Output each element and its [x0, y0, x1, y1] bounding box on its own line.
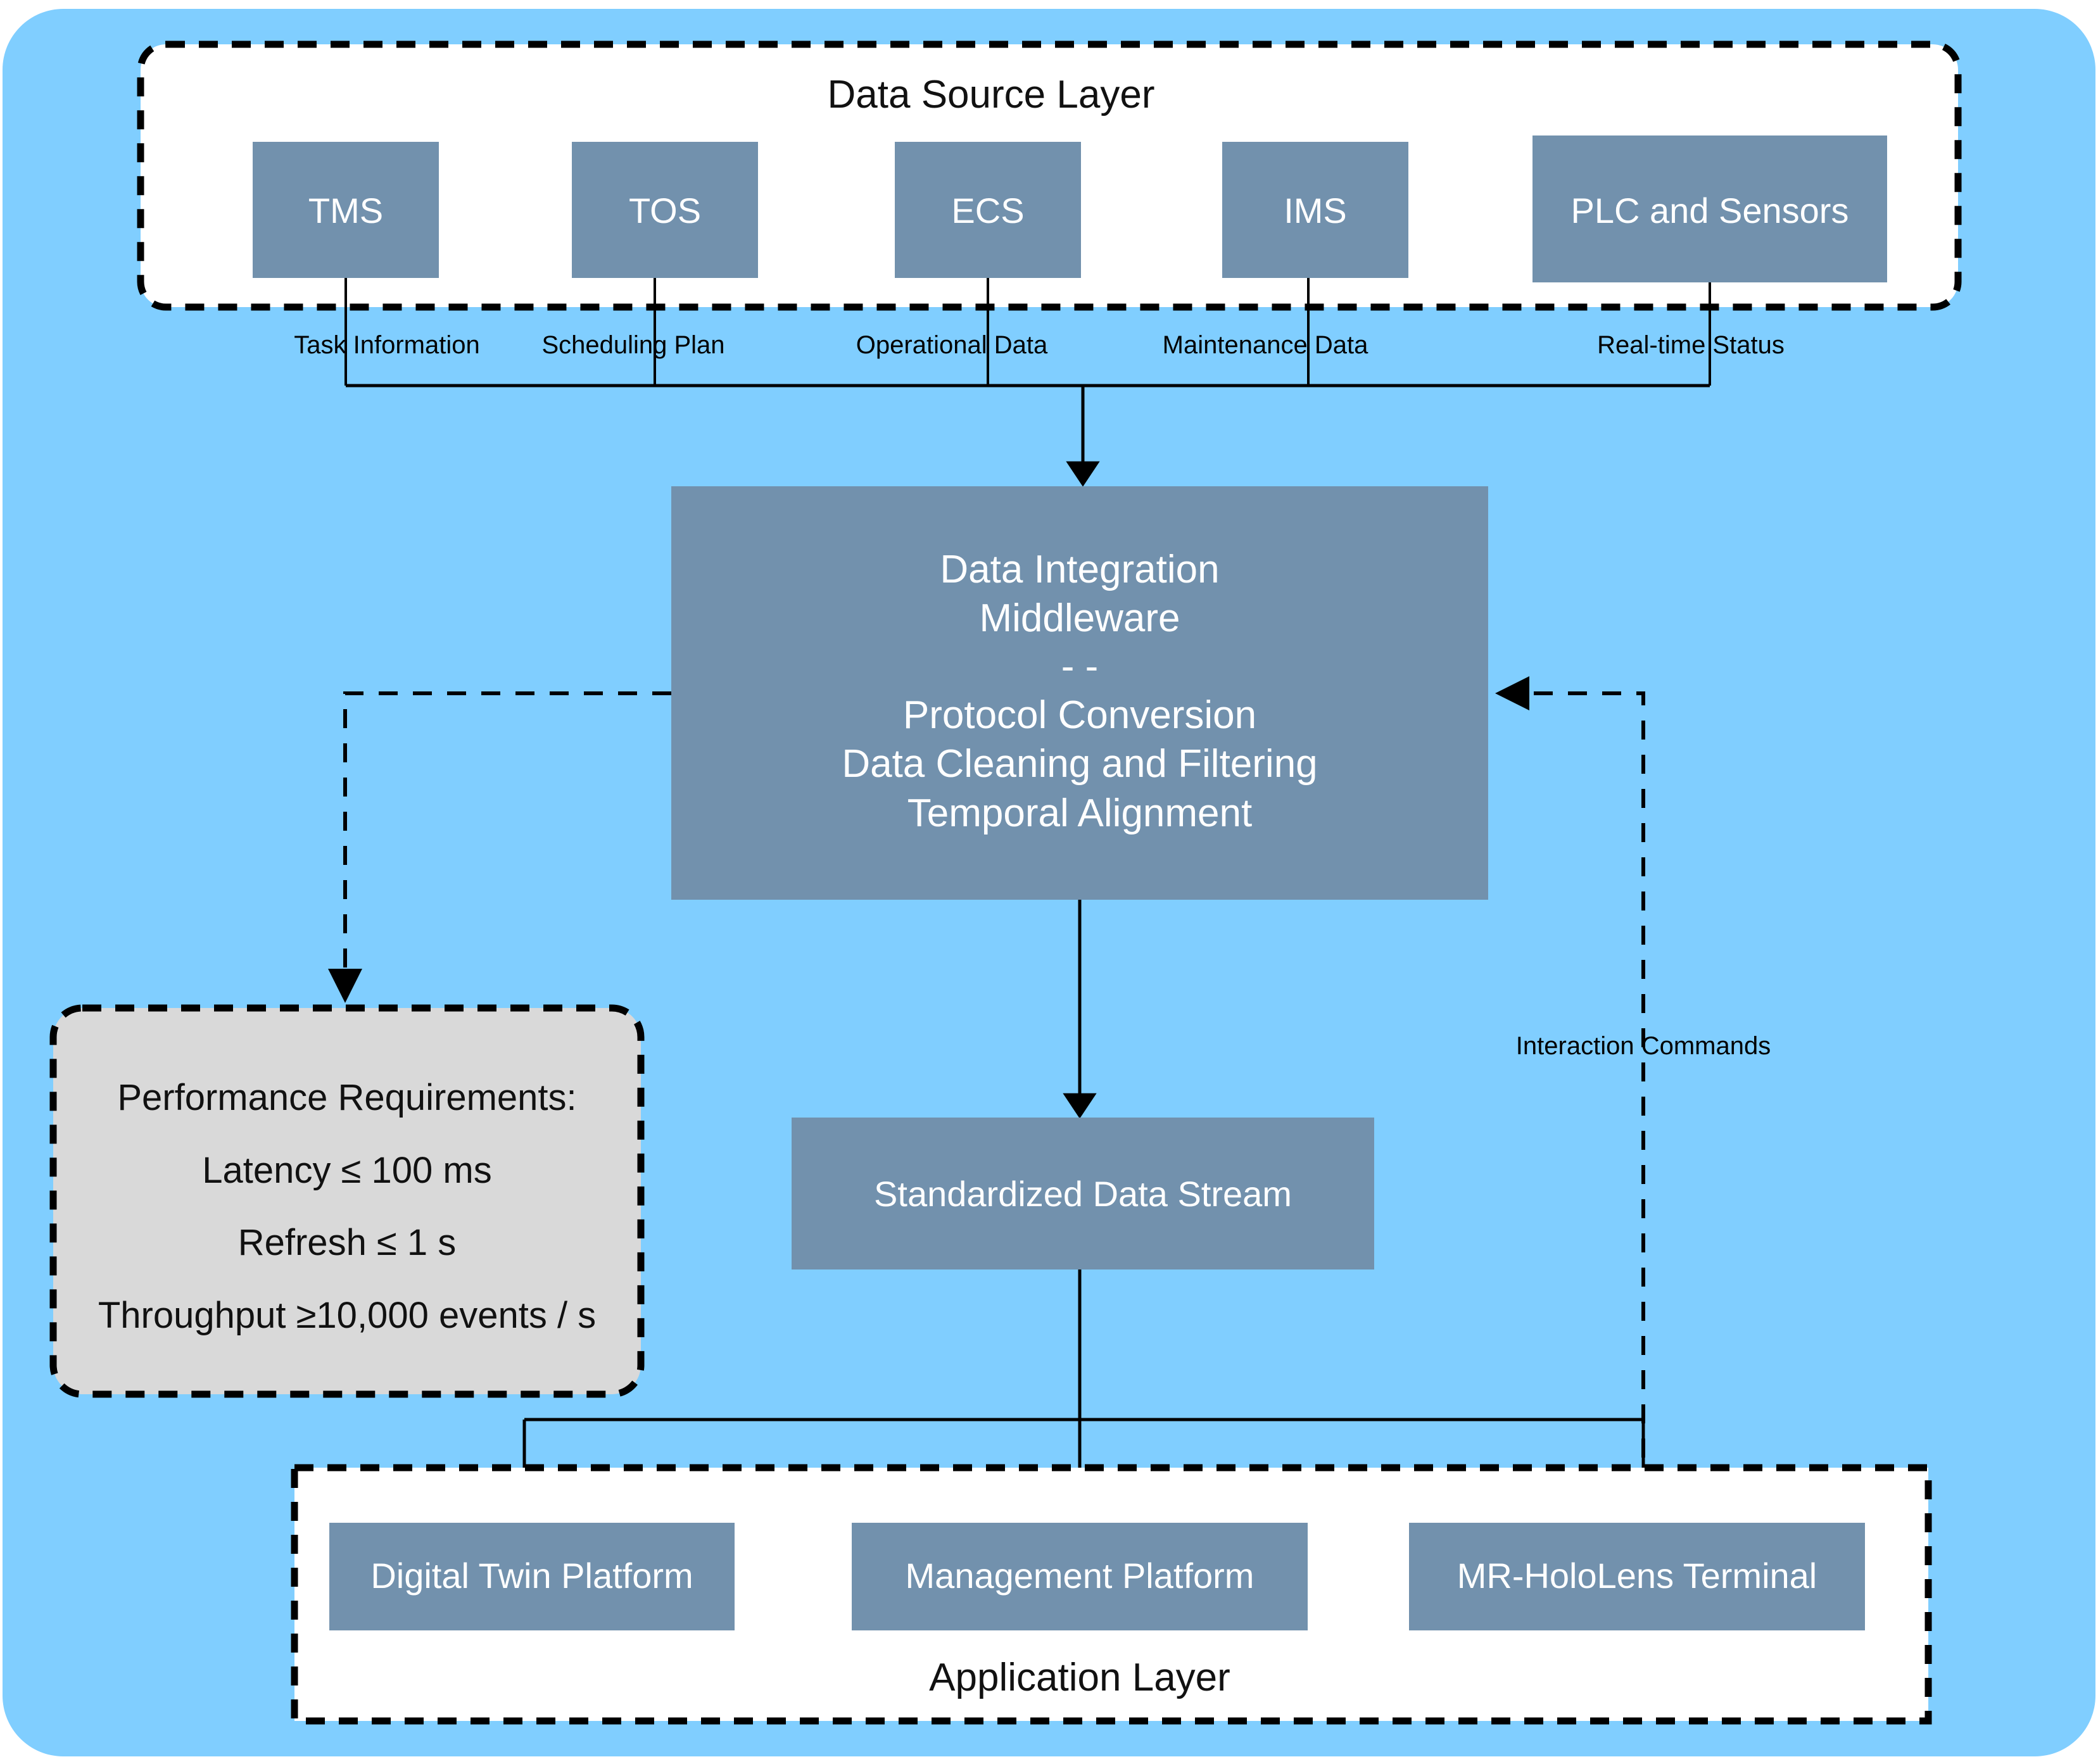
app-label-mr-hololens-terminal: MR-HoloLens Terminal — [1457, 1556, 1817, 1596]
middleware-function-data-cleaning-and-filtering: Data Cleaning and Filtering — [842, 742, 1317, 786]
source-label-ims: IMS — [1284, 191, 1347, 230]
app-box-mr-hololens-terminal[interactable] — [1409, 1523, 1865, 1630]
application-distribution-bus — [524, 1269, 1643, 1421]
standardized-data-stream-box[interactable] — [792, 1118, 1374, 1269]
flow-label-operational-data: Operational Data — [856, 331, 1048, 359]
performance-note-item-latency: Latency ≤ 100 ms — [202, 1150, 491, 1191]
source-drop-lines — [344, 278, 1711, 386]
app-box-digital-twin-platform[interactable] — [329, 1523, 735, 1630]
source-box-tos[interactable] — [572, 142, 758, 278]
source-box-plc-and-sensors[interactable] — [1532, 135, 1887, 282]
app-box-management-platform[interactable] — [852, 1523, 1308, 1630]
source-label-ecs: ECS — [951, 191, 1024, 230]
performance-requirements-note — [49, 1004, 645, 1398]
middleware-title-line1: Data Integration — [940, 548, 1219, 591]
data-source-layer-title: Data Source Layer — [828, 73, 1155, 117]
app-label-management-platform: Management Platform — [906, 1556, 1254, 1596]
middleware-function-protocol-conversion: Protocol Conversion — [903, 693, 1256, 737]
app-label-digital-twin-platform: Digital Twin Platform — [370, 1556, 693, 1596]
standardized-data-stream-label: Standardized Data Stream — [874, 1174, 1292, 1214]
middleware-box[interactable] — [671, 486, 1488, 900]
source-label-tos: TOS — [629, 191, 701, 230]
middleware-function-temporal-alignment: Temporal Alignment — [907, 791, 1253, 835]
flow-label-real-time-status: Real-time Status — [1597, 331, 1785, 359]
source-box-ims[interactable] — [1222, 142, 1408, 278]
performance-note-item-refresh: Refresh ≤ 1 s — [238, 1222, 457, 1263]
source-box-ecs[interactable] — [895, 142, 1081, 278]
flow-label-scheduling-plan: Scheduling Plan — [541, 331, 724, 359]
source-label-plc-and-sensors: PLC and Sensors — [1571, 191, 1849, 230]
performance-note-item-throughput: Throughput ≥10,000 events / s — [98, 1295, 596, 1336]
flow-label-maintenance-data: Maintenance Data — [1163, 331, 1368, 359]
dashed-link-interaction-commands — [1495, 676, 1645, 1526]
dashed-link-middleware-to-performance-note — [328, 691, 671, 1003]
flow-label-task-information: Task Information — [294, 331, 479, 359]
source-label-tms: TMS — [308, 191, 383, 230]
middleware-separator: - - — [1061, 645, 1099, 688]
application-layer-title: Application Layer — [929, 1656, 1230, 1699]
source-box-tms[interactable] — [253, 142, 439, 278]
interaction-commands-label: Interaction Commands — [1516, 1032, 1771, 1060]
performance-note-heading: Performance Requirements: — [117, 1077, 576, 1118]
middleware-title-line2: Middleware — [979, 596, 1180, 640]
